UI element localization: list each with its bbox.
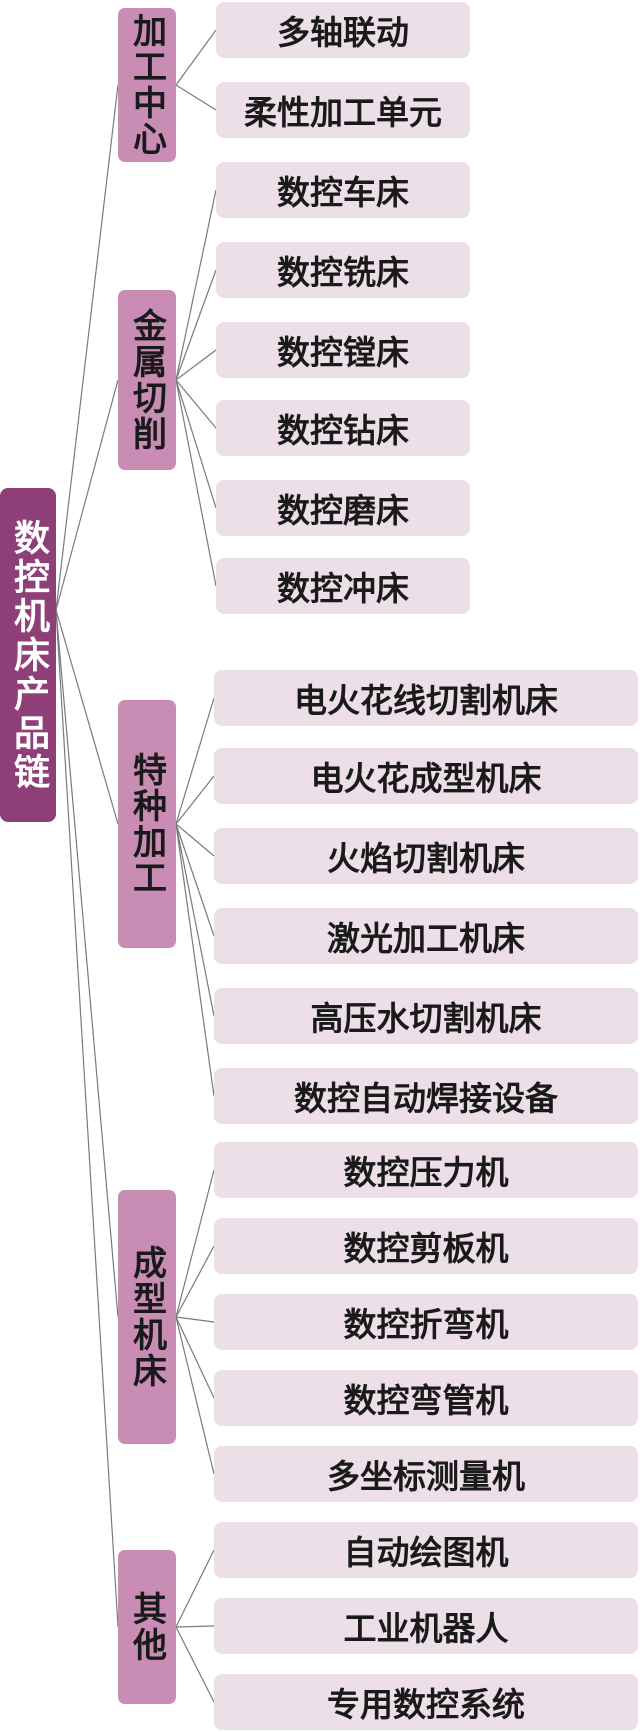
branch-connector-line	[175, 1626, 215, 1703]
leaf-label: 专用数控系统	[327, 1685, 525, 1724]
leaf-label: 数控铣床	[277, 253, 409, 292]
leaf-label: 火焰切割机床	[327, 839, 525, 878]
leaf-label: 电火花成型机床	[310, 759, 542, 798]
leaf-item: 自动绘图机	[214, 1522, 638, 1578]
leaf-label: 高压水切割机床	[310, 999, 542, 1038]
branch-connector-line	[175, 379, 217, 429]
leaf-label: 多轴联动	[277, 13, 409, 52]
leaf-item: 数控压力机	[214, 1142, 638, 1198]
leaf-label: 数控弯管机	[343, 1381, 509, 1420]
branch-connector-line	[175, 379, 217, 509]
leaf-item: 数控剪板机	[214, 1218, 638, 1274]
branch-connector-line	[175, 823, 215, 1017]
leaf-item: 数控折弯机	[214, 1294, 638, 1350]
leaf-label: 数控镗床	[277, 333, 409, 372]
branch-connector-line	[175, 84, 217, 111]
leaf-item: 数控镗床	[216, 322, 470, 378]
root-connector-line	[55, 609, 119, 825]
leaf-label: 数控冲床	[277, 569, 409, 608]
branch-connector-line	[175, 823, 215, 857]
leaf-item: 数控弯管机	[214, 1370, 638, 1426]
branch-connector-line	[175, 1316, 215, 1475]
category-special-machining: 特种加工	[118, 700, 176, 948]
branch-connector-line	[175, 823, 215, 1097]
branch-connector-line	[175, 269, 217, 381]
leaf-label: 工业机器人	[343, 1609, 509, 1648]
category-other: 其他	[118, 1550, 176, 1704]
leaf-label: 自动绘图机	[343, 1533, 509, 1572]
category-label: 成型机床	[126, 1245, 167, 1389]
branch-connector-line	[175, 29, 217, 86]
root-connector-line	[55, 609, 119, 1318]
leaf-item: 数控车床	[216, 162, 470, 218]
leaf-item: 数控自动焊接设备	[214, 1068, 638, 1124]
leaf-item: 工业机器人	[214, 1598, 638, 1654]
root-connector-line	[55, 379, 119, 611]
leaf-item: 数控磨床	[216, 480, 470, 536]
branch-connector-line	[175, 1549, 215, 1628]
category-label: 金属切削	[126, 308, 167, 452]
category-label: 特种加工	[126, 752, 167, 896]
branch-connector-line	[175, 379, 217, 587]
branch-connector-line	[175, 697, 215, 825]
leaf-item: 电火花线切割机床	[214, 670, 638, 726]
branch-connector-line	[175, 775, 215, 825]
branch-connector-line	[175, 1316, 215, 1323]
branch-connector-line	[175, 349, 217, 381]
leaf-item: 多坐标测量机	[214, 1446, 638, 1502]
root-connector-line	[55, 84, 119, 611]
leaf-item: 数控钻床	[216, 400, 470, 456]
leaf-label: 柔性加工单元	[244, 93, 442, 132]
leaf-label: 数控钻床	[277, 411, 409, 450]
branch-connector-line	[175, 1169, 215, 1318]
category-label: 加工中心	[126, 13, 167, 157]
leaf-item: 数控铣床	[216, 242, 470, 298]
branch-connector-line	[175, 1625, 215, 1628]
leaf-item: 柔性加工单元	[216, 82, 470, 138]
branch-connector-line	[175, 823, 215, 937]
leaf-label: 电火花线切割机床	[294, 681, 558, 720]
leaf-item: 火焰切割机床	[214, 828, 638, 884]
branch-connector-line	[175, 1245, 215, 1318]
leaf-label: 数控剪板机	[343, 1229, 509, 1268]
leaf-item: 多轴联动	[216, 2, 470, 58]
leaf-label: 多坐标测量机	[327, 1457, 525, 1496]
root-node: 数控机床产品链	[0, 488, 56, 822]
leaf-item: 激光加工机床	[214, 908, 638, 964]
leaf-label: 数控压力机	[343, 1153, 509, 1192]
leaf-item: 电火花成型机床	[214, 748, 638, 804]
leaf-label: 数控折弯机	[343, 1305, 509, 1344]
branch-connector-line	[175, 1316, 215, 1399]
category-label: 其他	[126, 1591, 167, 1663]
category-forming-machines: 成型机床	[118, 1190, 176, 1444]
leaf-item: 高压水切割机床	[214, 988, 638, 1044]
leaf-label: 数控自动焊接设备	[294, 1079, 558, 1118]
root-label: 数控机床产品链	[8, 518, 49, 792]
leaf-label: 数控磨床	[277, 491, 409, 530]
leaf-label: 数控车床	[277, 173, 409, 212]
leaf-item: 数控冲床	[216, 558, 470, 614]
root-connector-line	[55, 609, 119, 1628]
leaf-label: 激光加工机床	[327, 919, 525, 958]
category-metal-cutting: 金属切削	[118, 290, 176, 470]
leaf-item: 专用数控系统	[214, 1674, 638, 1730]
branch-connector-line	[175, 189, 217, 381]
category-machining-center: 加工中心	[118, 8, 176, 162]
